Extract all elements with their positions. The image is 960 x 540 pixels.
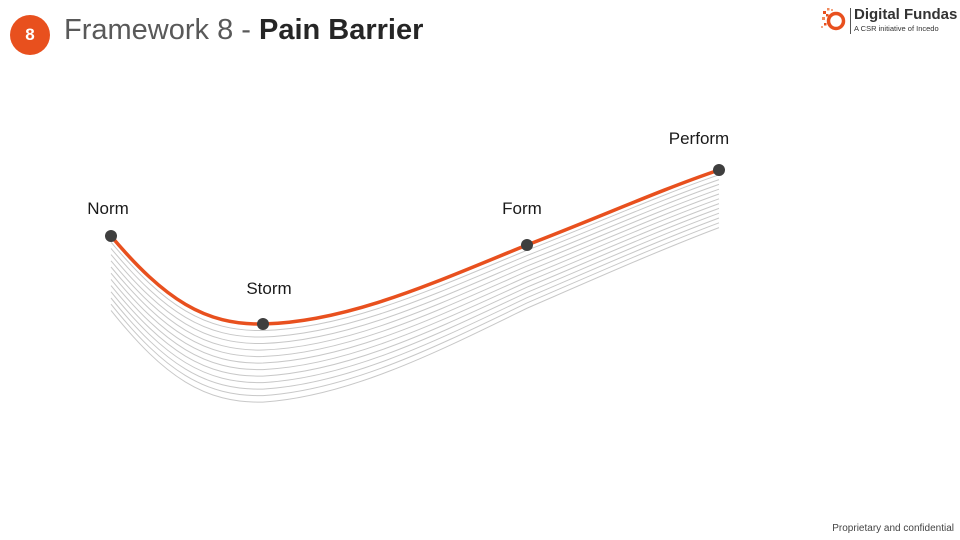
digital-fundas-logo-icon [821,8,846,31]
shadow-line [110,188,720,351]
logo-tagline: A CSR initiative of Incedo [854,24,939,33]
stage-node-norm [105,230,117,242]
shadow-line [110,222,720,397]
shadow-lines [110,174,720,403]
slide-title: Framework 8 - Pain Barrier [64,14,423,47]
stage-nodes [105,164,725,330]
logo-divider [850,8,851,34]
slide-title-prefix: Framework 8 - [64,14,259,46]
stage-node-storm [257,318,269,330]
stage-node-form [521,239,533,251]
stage-label-perform: Perform [669,129,729,148]
shadow-line [110,183,720,345]
slide-number-badge: 8 [10,15,50,55]
shadow-line [110,174,720,332]
footer-confidential: Proprietary and confidential [832,523,954,534]
shadow-line [110,203,720,371]
stage-label-storm: Storm [246,279,291,298]
shadow-line [110,212,720,384]
pain-barrier-curve [109,168,721,326]
shadow-line [110,193,720,358]
stage-node-perform [713,164,725,176]
shadow-line [110,198,720,364]
brand-logo: Digital Fundas A CSR initiative of Inced… [820,6,958,36]
shadow-line [110,217,720,390]
shadow-line [110,207,720,377]
slide-number: 8 [25,25,35,44]
shadow-line [110,227,720,403]
shadow-line [110,179,720,338]
stage-label-form: Form [502,199,542,218]
slide-title-bold: Pain Barrier [258,14,424,46]
logo-name: Digital Fundas [854,6,958,23]
stage-label-norm: Norm [87,199,129,218]
